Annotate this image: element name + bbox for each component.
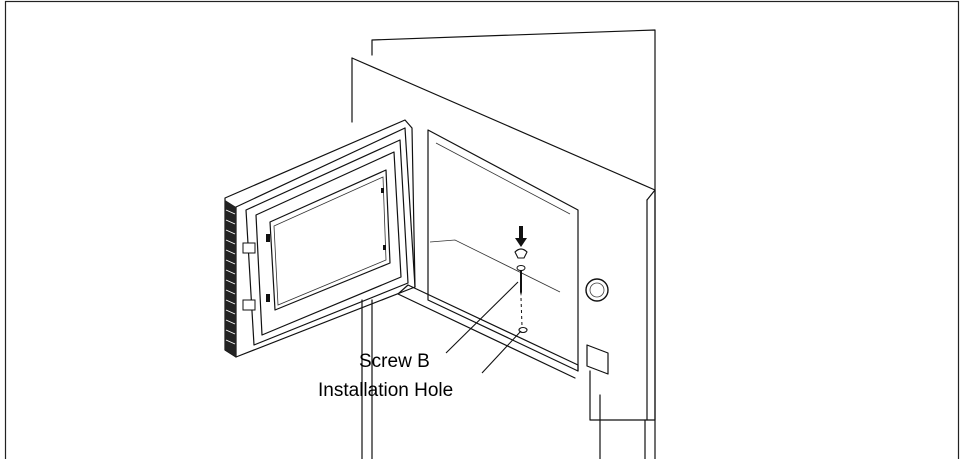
screw-leader-line: [445, 281, 519, 354]
screw-b-assembly: [514, 226, 528, 334]
hole-leader-line: [481, 330, 522, 374]
screw-b-label: Screw B: [359, 351, 430, 372]
control-knob: [585, 278, 609, 302]
down-arrow-icon: [515, 226, 527, 247]
open-door: [224, 119, 416, 358]
cabinet: [361, 29, 656, 459]
installation-hole-label: Installation Hole: [318, 380, 454, 401]
display-window: [586, 344, 609, 375]
figure-border: [4, 0, 960, 459]
